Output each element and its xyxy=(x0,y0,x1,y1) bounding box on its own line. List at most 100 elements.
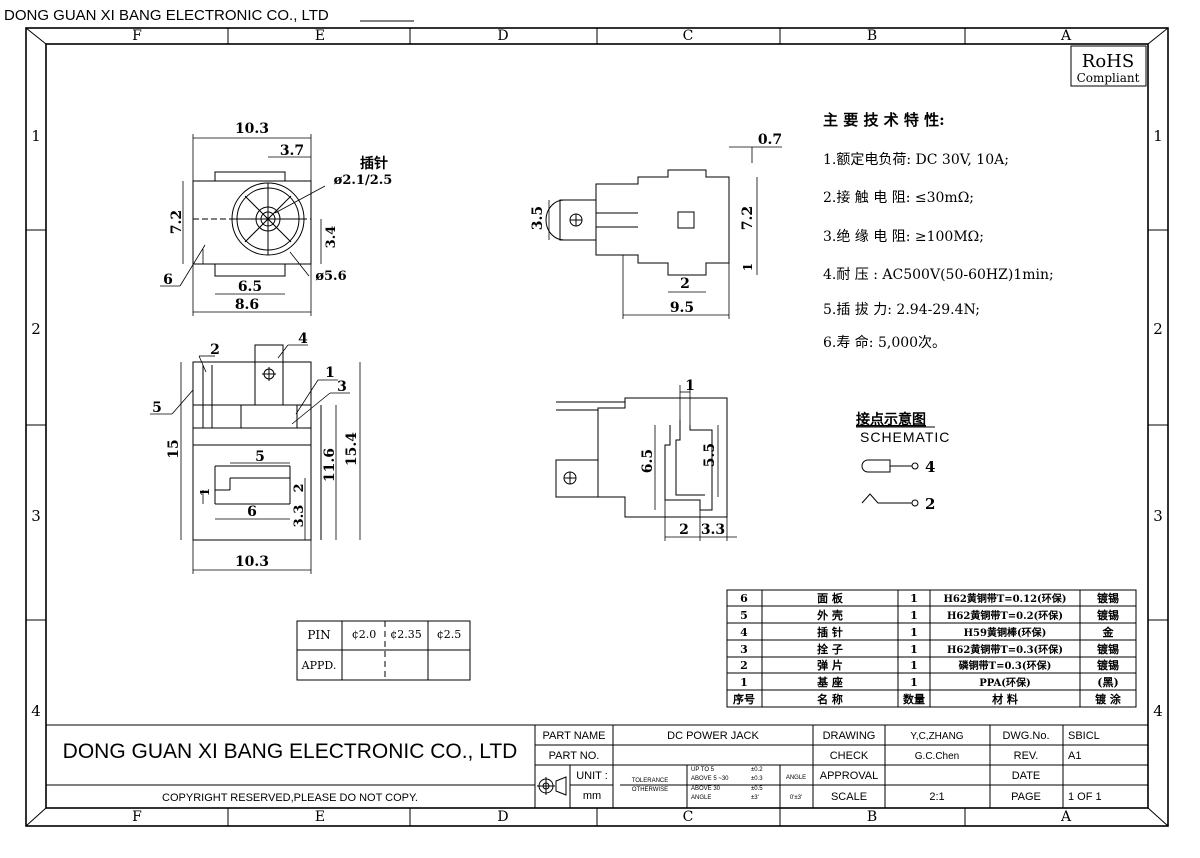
svg-text:名 称: 名 称 xyxy=(817,692,843,706)
svg-text:3.7: 3.7 xyxy=(280,143,304,159)
svg-text:3.3: 3.3 xyxy=(292,505,307,528)
rear-view: 1 6.5 5.5 2 3.3 xyxy=(555,378,737,541)
svg-text:2: 2 xyxy=(31,320,41,338)
svg-text:1: 1 xyxy=(741,263,755,271)
svg-text:2: 2 xyxy=(679,522,689,538)
svg-text:3: 3 xyxy=(337,379,347,395)
svg-text:4: 4 xyxy=(31,702,41,720)
svg-text:PIN: PIN xyxy=(307,628,330,642)
svg-text:4: 4 xyxy=(298,331,308,347)
svg-text:15.4: 15.4 xyxy=(344,432,360,466)
spec-item: 5.插 拔 力: 2.94-29.4N; xyxy=(823,302,980,318)
svg-text:15: 15 xyxy=(166,439,182,458)
projection-symbol-icon xyxy=(537,776,567,796)
svg-text:¢2.5: ¢2.5 xyxy=(437,628,462,641)
svg-text:ø2.1/2.5: ø2.1/2.5 xyxy=(334,173,393,188)
svg-text:ANGLE: ANGLE xyxy=(786,775,806,781)
zone-columns-top: F E D C B A xyxy=(132,28,1072,44)
svg-text:±3': ±3' xyxy=(751,795,759,801)
svg-text:UP TO 5: UP TO 5 xyxy=(691,767,715,773)
svg-text:3.5: 3.5 xyxy=(530,206,546,230)
spec-item: 1.额定电负荷: DC 30V, 10A; xyxy=(823,152,1009,168)
svg-text:APPD.: APPD. xyxy=(301,659,337,672)
svg-text:5: 5 xyxy=(740,609,748,622)
svg-text:6: 6 xyxy=(740,592,748,605)
svg-text:2: 2 xyxy=(210,342,220,358)
svg-text:弹 片: 弹 片 xyxy=(817,658,843,672)
title-copyright: COPYRIGHT RESERVED,PLEASE DO NOT COPY. xyxy=(162,792,418,804)
zone-rows: 1 2 3 4 1 2 3 4 xyxy=(31,127,1163,720)
sheet-border xyxy=(25,27,1169,827)
svg-text:H62黄铜带T=0.3(环保): H62黄铜带T=0.3(环保) xyxy=(947,643,1063,656)
svg-text:序号: 序号 xyxy=(733,692,755,706)
svg-text:PPA(环保): PPA(环保) xyxy=(979,676,1031,689)
bottom-view: 2 4 5 1 3 15 15.4 11.6 5 2 1 6 3.3 10.3 xyxy=(150,331,361,574)
svg-text:TOLERANCE: TOLERANCE xyxy=(632,778,669,784)
svg-text:2: 2 xyxy=(292,483,307,492)
spec-list: 主 要 技 术 特 性: 1.额定电负荷: DC 30V, 10A; 2.接 触… xyxy=(823,111,1054,351)
title-block: DONG GUAN XI BANG ELECTRONIC CO., LTD CO… xyxy=(46,724,1148,808)
svg-text:2:1: 2:1 xyxy=(929,791,944,803)
svg-text:7.2: 7.2 xyxy=(169,210,185,234)
svg-text:镀锡: 镀锡 xyxy=(1097,591,1119,605)
schematic-subtitle: SCHEMATIC xyxy=(860,429,950,445)
svg-text:10.3: 10.3 xyxy=(235,554,269,570)
svg-text:SBICL: SBICL xyxy=(1068,730,1100,742)
svg-text:¢2.0: ¢2.0 xyxy=(352,628,377,641)
schematic: 接点示意图 SCHEMATIC 4 2 xyxy=(856,411,950,513)
svg-text:4: 4 xyxy=(1153,702,1163,720)
spec-item: 4.耐 压 : AC500V(50-60HZ)1min; xyxy=(823,267,1054,283)
svg-text:CHECK: CHECK xyxy=(830,750,869,762)
svg-text:插 针: 插 针 xyxy=(817,625,843,639)
svg-text:镀 涂: 镀 涂 xyxy=(1095,692,1122,706)
side-view: 0.7 3.5 7.2 1 2 9.5 xyxy=(530,132,782,319)
svg-text:E: E xyxy=(315,809,325,825)
svg-text:基 座: 基 座 xyxy=(816,675,843,689)
svg-text:C: C xyxy=(683,809,694,825)
svg-text:4: 4 xyxy=(925,458,935,476)
svg-text:D: D xyxy=(497,28,508,44)
svg-text:0.7: 0.7 xyxy=(758,132,782,148)
svg-text:±0.5: ±0.5 xyxy=(751,786,763,792)
svg-text:金: 金 xyxy=(1102,625,1115,639)
svg-text:面 板: 面 板 xyxy=(817,591,844,605)
svg-text:2: 2 xyxy=(1153,320,1163,338)
svg-text:9.5: 9.5 xyxy=(670,300,694,316)
svg-text:A1: A1 xyxy=(1068,750,1081,762)
svg-text:ABOVE 30: ABOVE 30 xyxy=(691,786,721,792)
svg-text:H59黄铜棒(环保): H59黄铜棒(环保) xyxy=(964,626,1047,639)
svg-text:H62黄铜带T=0.12(环保): H62黄铜带T=0.12(环保) xyxy=(943,592,1066,605)
svg-text:磷铜带T=0.3(环保): 磷铜带T=0.3(环保) xyxy=(959,659,1052,672)
svg-text:材 料: 材 料 xyxy=(992,692,1018,706)
svg-text:B: B xyxy=(867,28,877,44)
svg-text:2: 2 xyxy=(925,495,935,513)
svg-text:3: 3 xyxy=(740,643,748,656)
svg-text:1: 1 xyxy=(1153,127,1163,145)
svg-text:DWG.No.: DWG.No. xyxy=(1002,730,1049,742)
svg-text:PART NO.: PART NO. xyxy=(549,750,600,762)
svg-text:6: 6 xyxy=(163,272,173,288)
svg-text:A: A xyxy=(1060,28,1072,44)
bom-table: 6 面 板 1 H62黄铜带T=0.12(环保) 镀锡 5 外 壳 1 H62黄… xyxy=(726,589,1137,708)
svg-text:DC POWER JACK: DC POWER JACK xyxy=(667,730,759,742)
svg-text:5: 5 xyxy=(255,449,265,465)
svg-text:1: 1 xyxy=(325,365,335,381)
svg-text:3: 3 xyxy=(1153,507,1163,525)
svg-text:Y,C,ZHANG: Y,C,ZHANG xyxy=(910,731,963,742)
svg-text:PAGE: PAGE xyxy=(1011,791,1041,803)
schematic-title: 接点示意图 xyxy=(856,411,926,428)
svg-text:1: 1 xyxy=(198,488,212,496)
spec-title: 主 要 技 术 特 性: xyxy=(823,111,945,129)
svg-text:6.5: 6.5 xyxy=(640,449,656,473)
svg-text:A: A xyxy=(1060,809,1072,825)
svg-text:镀锡: 镀锡 xyxy=(1097,658,1119,672)
svg-text:SCALE: SCALE xyxy=(831,791,867,803)
svg-text:5: 5 xyxy=(152,400,162,416)
spec-item: 6.寿 命: 5,000次。 xyxy=(823,334,946,351)
svg-text:插针: 插针 xyxy=(360,155,388,172)
svg-text:ABOVE 5 ~30: ABOVE 5 ~30 xyxy=(691,776,729,782)
svg-text:1: 1 xyxy=(910,676,918,689)
svg-text:1: 1 xyxy=(910,643,918,656)
svg-text:1 OF 1: 1 OF 1 xyxy=(1068,791,1102,803)
